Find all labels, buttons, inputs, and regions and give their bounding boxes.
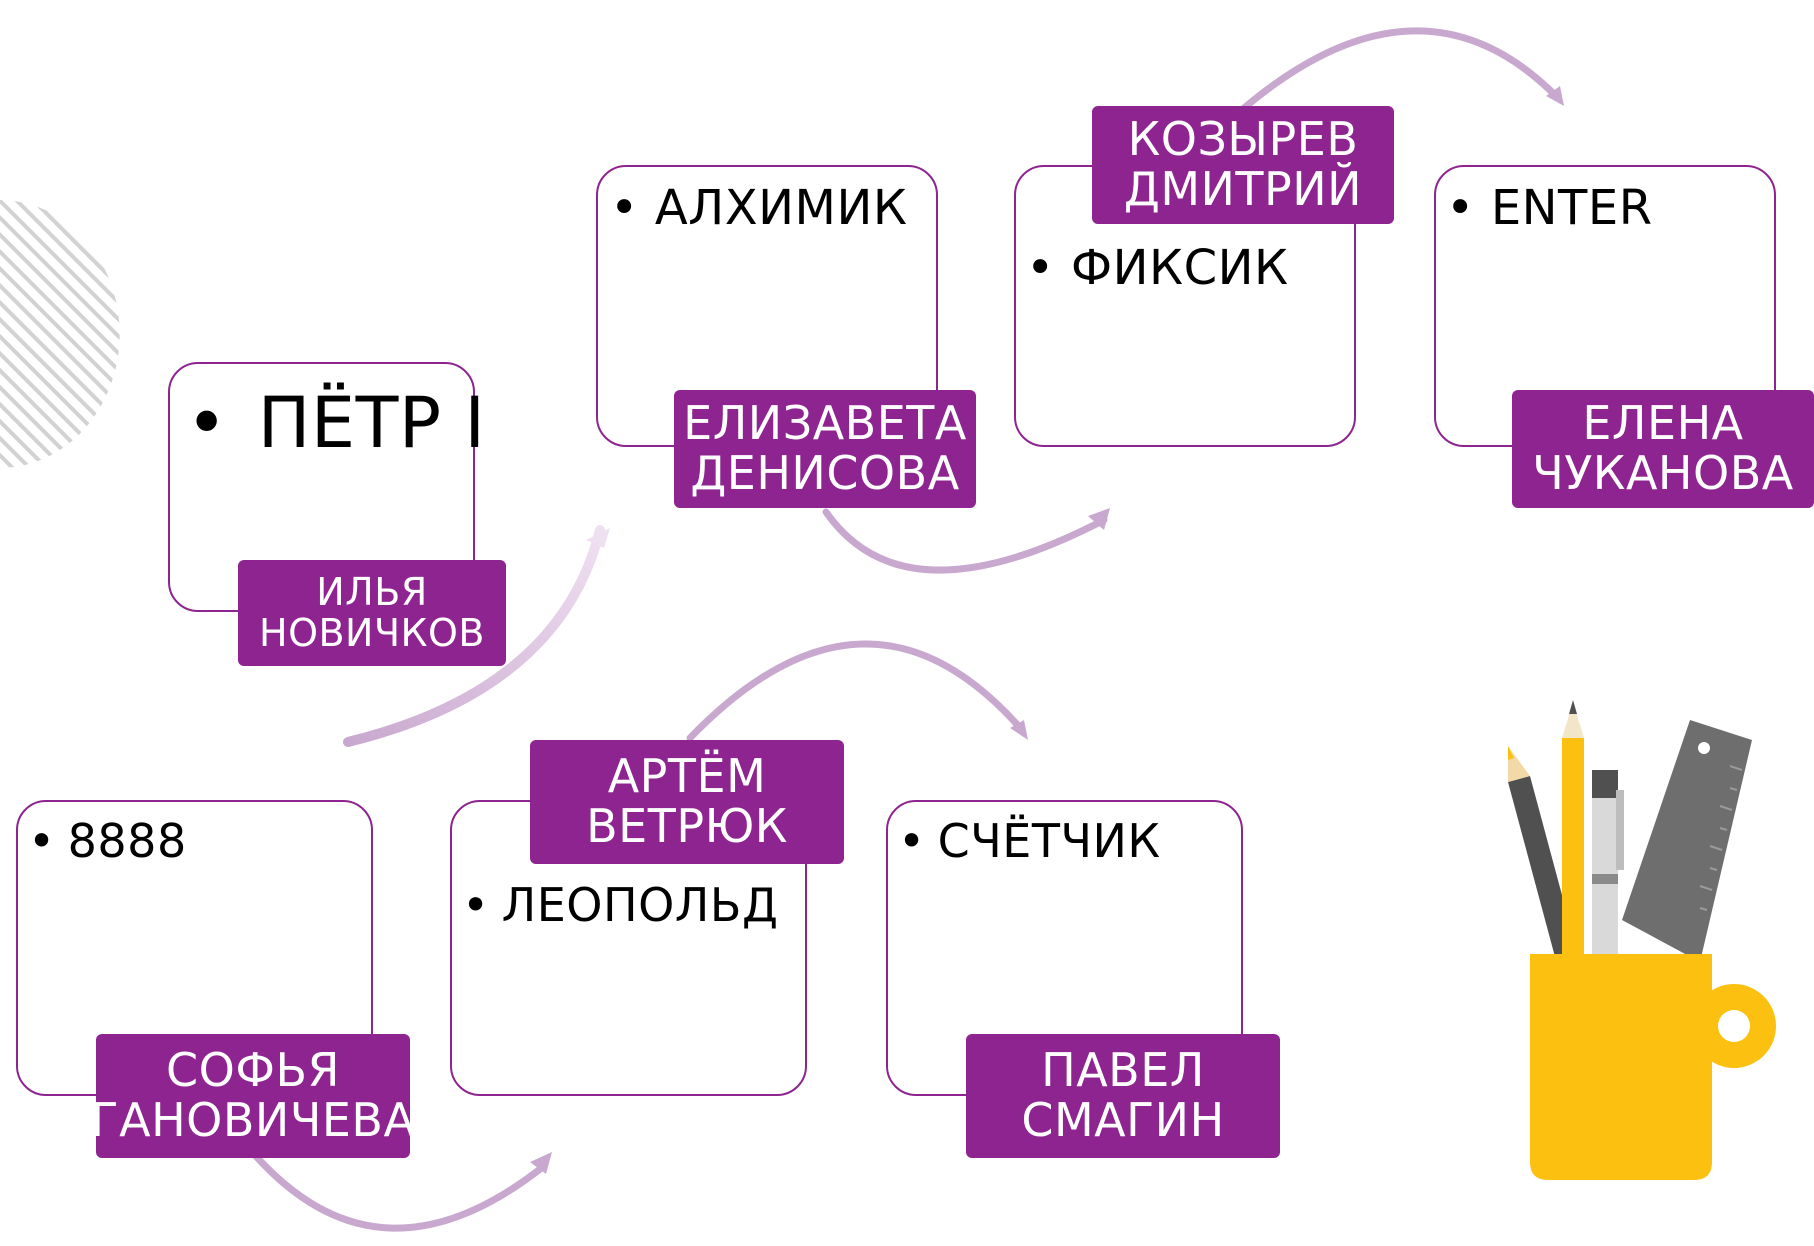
- arrow-artyom-to-pavel: [686, 640, 1028, 742]
- card-item-text: ФИКСИК: [1070, 240, 1289, 296]
- name-label-smagin: ПАВЕЛ СМАГИН: [966, 1034, 1280, 1158]
- name-label-denisova: ЕЛИЗАВЕТА ДЕНИСОВА: [674, 390, 976, 508]
- bullet-icon: •: [462, 878, 490, 932]
- bullet-icon: •: [1026, 240, 1055, 296]
- name-label-vetryuk: АРТЁМ ВЕТРЮК: [530, 740, 844, 864]
- card-item-text: ЛЕОПОЛЬД: [501, 878, 779, 932]
- card-item-text: 8888: [67, 814, 187, 868]
- arrow-sofya-to-artyom: [250, 1150, 552, 1232]
- card-item-leopold: •ЛЕОПОЛЬД: [462, 878, 778, 932]
- card-item-alkhimik: • АЛХИМИК: [610, 180, 907, 236]
- pen-icon: [1592, 770, 1624, 968]
- arrow-elizaveta-to-dmitriy: [822, 508, 1110, 574]
- arrow-ilya-to-elizaveta: [343, 525, 610, 747]
- yellow-pencil-icon: [1562, 700, 1584, 964]
- card-item-petr: • ПЁТР I: [186, 383, 486, 463]
- card-item-8888: •8888: [28, 814, 187, 868]
- ruler-icon: [1622, 720, 1752, 962]
- bullet-icon: •: [28, 814, 56, 868]
- bullet-icon: •: [610, 180, 639, 236]
- cup-icon: [1530, 954, 1776, 1180]
- card-item-text: СЧЁТЧИК: [937, 814, 1161, 868]
- bullet-icon: •: [186, 382, 228, 464]
- arrow-dmitriy-to-elena: [1240, 27, 1564, 112]
- card-item-schyotchik: •СЧЁТЧИК: [898, 814, 1161, 868]
- name-label-chukanova: ЕЛЕНА ЧУКАНОВА: [1512, 390, 1814, 508]
- name-label-novichkov: ИЛЬЯ НОВИЧКОВ: [238, 560, 506, 666]
- card-item-text: ПЁТР I: [257, 382, 486, 464]
- card-item-enter: • ENTER: [1446, 180, 1653, 236]
- name-label-ganovicheva: СОФЬЯ ГАНОВИЧЕВА: [91, 1034, 415, 1158]
- card-item-text: АЛХИМИК: [654, 180, 908, 236]
- card-item-fiksik: • ФИКСИК: [1026, 240, 1289, 296]
- bullet-icon: •: [1446, 180, 1475, 236]
- name-label-kozyrev: КОЗЫРЕВ ДМИТРИЙ: [1092, 106, 1394, 224]
- hatched-circle-icon: [0, 200, 120, 468]
- bullet-icon: •: [898, 814, 926, 868]
- card-item-text: ENTER: [1490, 180, 1653, 236]
